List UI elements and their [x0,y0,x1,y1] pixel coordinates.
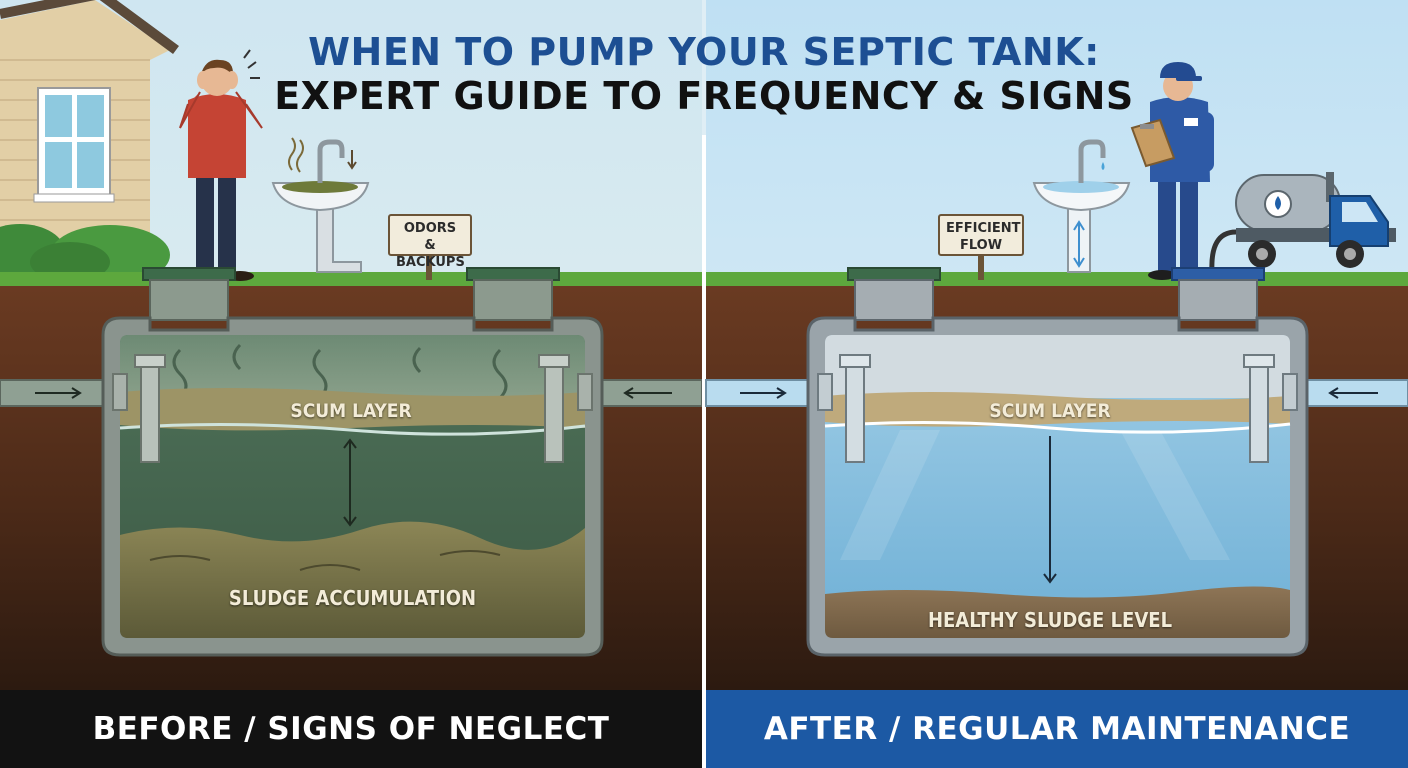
left-risers [142,267,560,321]
left-panel [0,0,703,690]
clean-sink [1032,139,1131,273]
title-line-1: WHEN TO PUMP YOUR SEPTIC TANK: [308,30,1100,74]
left-grass [0,272,702,286]
left-scum-label: SCUM LAYER [290,400,412,422]
efficient-flow-sign: EFFICIENT FLOW [938,214,1024,256]
title-line-2: EXPERT GUIDE TO FREQUENCY & SIGNS [274,74,1134,118]
house [0,0,179,275]
right-grass [706,272,1408,286]
after-caption: AFTER / REGULAR MAINTENANCE [706,690,1408,768]
right-signpost [978,250,984,280]
pump-truck [1209,172,1396,273]
service-technician [1130,62,1214,280]
before-caption: BEFORE / SIGNS OF NEGLECT [0,690,702,768]
maintained-tank [806,316,1309,657]
panel-divider [702,135,706,768]
sludge-accumulation-label: SLUDGE ACCUMULATION [228,586,477,610]
clogged-sink [271,137,370,273]
right-risers [847,267,1265,321]
odors-backups-sign: ODORS & BACKUPS [388,214,472,270]
right-scum-label: SCUM LAYER [989,400,1111,422]
healthy-sludge-label: HEALTHY SLUDGE LEVEL [927,608,1173,632]
neglected-tank [101,316,604,657]
left-signpost [426,250,432,280]
right-panel [705,0,1408,690]
